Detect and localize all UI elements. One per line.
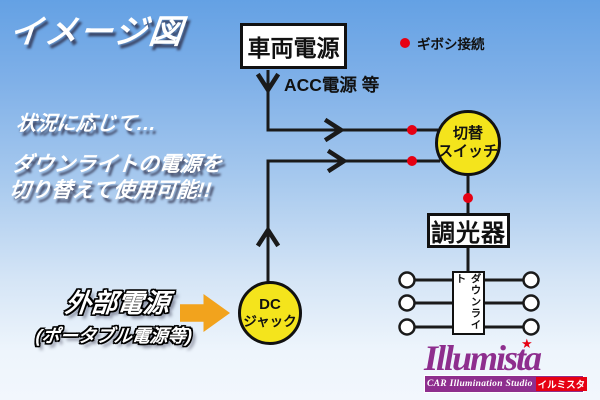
external-power-line2: (ポータブル電源等) xyxy=(34,326,193,346)
legend-label: ギボシ接続 xyxy=(417,37,485,52)
lamp-terminal-icon xyxy=(398,294,416,312)
switch-label-line2: スイッチ xyxy=(438,143,499,160)
vehicle-power-node: 車両電源 xyxy=(240,23,347,69)
note-line-1: 状況に応じて… xyxy=(15,113,158,135)
dc-jack-label-line1: DC xyxy=(259,295,281,313)
vehicle-power-label: 車両電源 xyxy=(247,35,340,61)
logo-subtitle: CAR Illumination Studio xyxy=(427,379,533,389)
giboshi-dot-icon xyxy=(400,38,410,48)
changeover-switch-node: 切替 スイッチ xyxy=(435,110,501,176)
logo-wordmark: Illumista xyxy=(424,338,542,378)
star-icon: ★ xyxy=(521,336,533,351)
arrow-right-icon xyxy=(323,117,346,143)
brand-logo: Illumista ★ CAR Illumination Studio イルミス… xyxy=(424,336,594,393)
note-block: 状況に応じて… ダウンライトの電源を 切り替えて使用可能!! xyxy=(8,107,228,205)
dimmer-node: 調光器 xyxy=(427,213,510,248)
dc-jack-node: DC ジャック xyxy=(238,281,302,345)
lamp-terminal-icon xyxy=(522,294,540,312)
switch-label-line1: 切替 xyxy=(452,125,483,142)
lamp-terminal-icon xyxy=(398,318,416,336)
page-title: イメージ図 xyxy=(7,13,187,50)
giboshi-connector-dot xyxy=(407,125,417,135)
giboshi-connector-dot xyxy=(407,156,417,166)
wire-dcjack-to-switch xyxy=(266,159,440,282)
acc-power-label: ACC電源 等 xyxy=(284,75,380,95)
logo-badge: イルミスタ xyxy=(535,377,588,391)
downlight-node: ダウンライト xyxy=(452,271,485,335)
lamp-terminal-icon xyxy=(398,271,416,289)
arrow-down-icon xyxy=(255,72,281,95)
dc-jack-label-line2: ジャック xyxy=(243,313,297,329)
note-line-3: 切り替えて使用可能!! xyxy=(8,179,213,203)
arrow-up-icon xyxy=(255,225,281,248)
arrow-right-icon xyxy=(326,148,349,174)
giboshi-connector-dot xyxy=(463,193,473,203)
lamp-terminal-icon xyxy=(522,318,540,336)
logo-bar: CAR Illumination Studio イルミスタ xyxy=(424,375,588,393)
lamp-terminal-icon xyxy=(522,271,540,289)
note-line-2: ダウンライトの電源を xyxy=(10,153,224,176)
downlight-label: ダウンライト xyxy=(454,273,482,331)
legend: ギボシ接続 xyxy=(400,33,485,53)
dimmer-label: 調光器 xyxy=(431,220,506,247)
